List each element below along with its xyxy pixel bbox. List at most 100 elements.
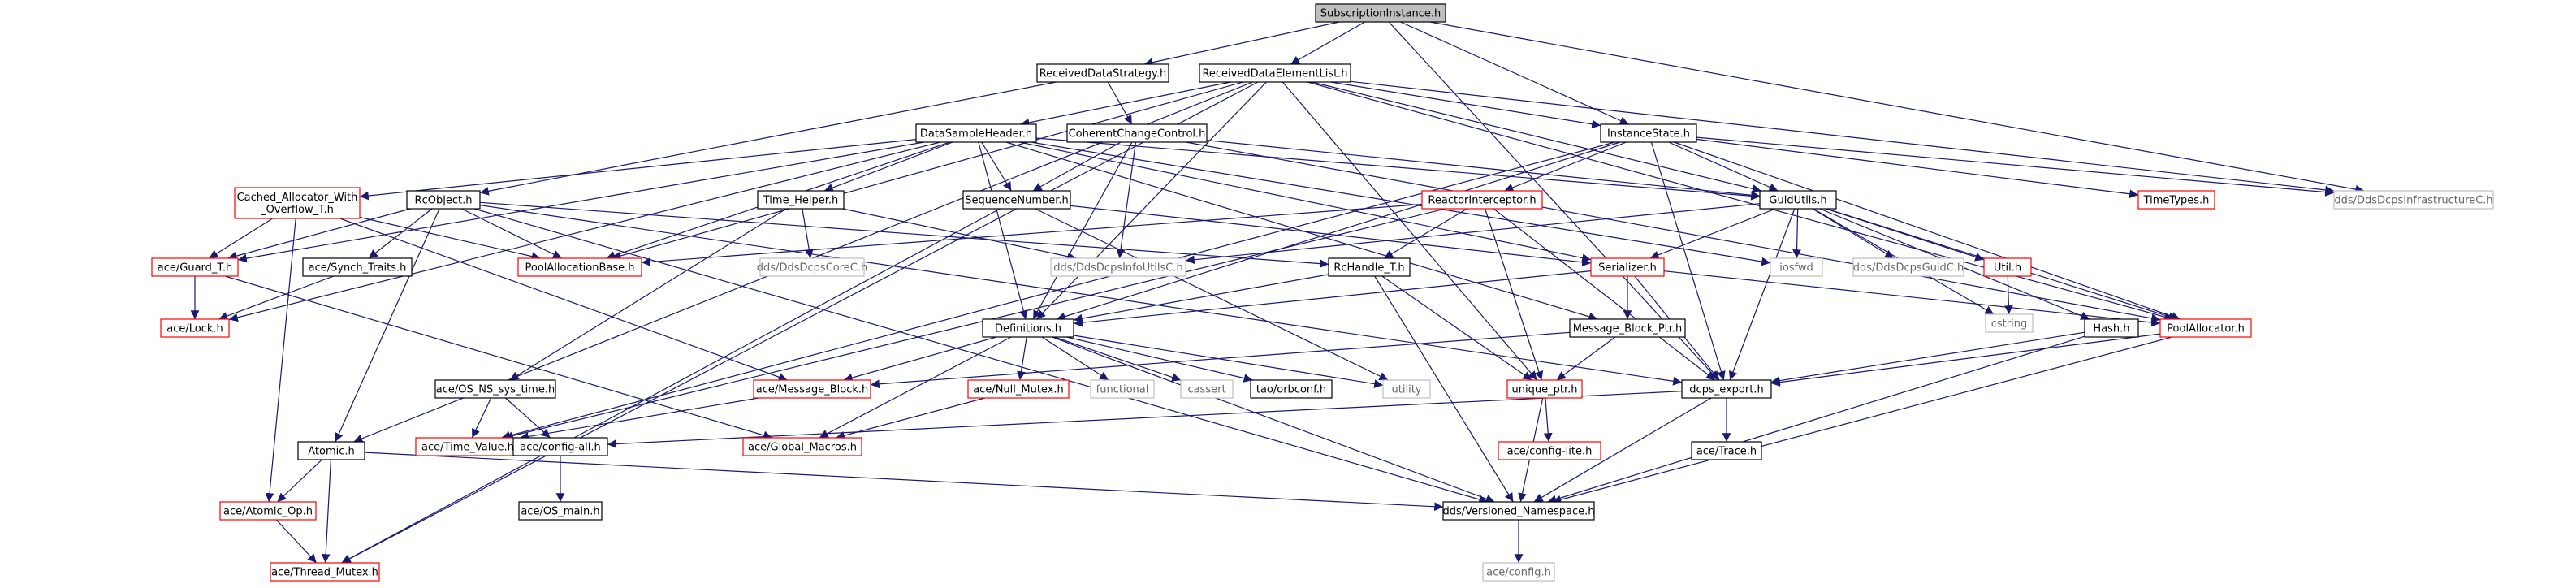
edge-data-sample-header-to-message-block-ptr <box>1005 141 1598 322</box>
node-versioned-namespace[interactable]: dds/Versioned_Namespace.h <box>1442 501 1595 521</box>
node-ace-lock[interactable]: ace/Lock.h <box>160 318 230 338</box>
node-dds-dcps-guid-c[interactable]: dds/DdsDcpsGuidC.h <box>1852 257 1964 277</box>
node-ace-thread-mutex[interactable]: ace/Thread_Mutex.h <box>270 562 380 582</box>
edge-time-helper-to-dds-dcps-core-c <box>802 208 814 259</box>
node-ace-time-value[interactable]: ace/Time_Value.h <box>415 437 521 456</box>
edge-sequence-number-to-serializer <box>1070 205 1592 267</box>
node-rc-handle-t[interactable]: RcHandle_T.h <box>1328 257 1411 277</box>
edge-cached-allocator-to-ace-atomic-op <box>265 218 296 503</box>
node-label: SubscriptionInstance.h <box>1320 8 1441 20</box>
edge-received-data-element-list-to-instance-state <box>1330 81 1601 129</box>
edge-instance-state-to-guid-utils <box>1668 141 1779 192</box>
node-subscription-instance[interactable]: SubscriptionInstance.h <box>1315 3 1446 23</box>
edge-rc-object-to-pool-allocation-base <box>461 208 562 259</box>
nodes-layer: SubscriptionInstance.hReceivedDataStrate… <box>151 3 2494 582</box>
node-label: ReceivedDataElementList.h <box>1202 68 1347 80</box>
node-cassert[interactable]: cassert <box>1180 379 1234 399</box>
node-label: _Overflow_T.h <box>260 204 334 216</box>
edge-reactor-interceptor-to-pool-allocation-base <box>641 203 1423 266</box>
node-ace-config-h[interactable]: ace/config.h <box>1482 562 1555 582</box>
node-box <box>151 257 239 277</box>
node-label: ace/Message_Block.h <box>756 384 869 396</box>
node-pool-allocator[interactable]: PoolAllocator.h <box>2159 318 2252 338</box>
node-atomic-h[interactable]: Atomic.h <box>297 441 365 460</box>
node-received-data-element-list[interactable]: ReceivedDataElementList.h <box>1199 63 1351 83</box>
node-box <box>962 190 1071 210</box>
node-ace-osmain[interactable]: ace/OS_main.h <box>518 501 603 521</box>
node-reactor-interceptor[interactable]: ReactorInterceptor.h <box>1421 190 1543 210</box>
node-label: ace/OS_main.h <box>521 506 599 518</box>
edge-coherent-change-control-to-pool-allocator <box>1186 141 2161 323</box>
edge-definitions-to-utility <box>1073 335 1384 388</box>
node-ace-null-mutex[interactable]: ace/Null_Mutex.h <box>967 379 1070 399</box>
edge-data-sample-header-to-cached-allocator <box>359 139 917 201</box>
node-label: dds/DdsDcpsCoreC.h <box>757 262 867 275</box>
node-utility[interactable]: utility <box>1382 379 1431 399</box>
node-box <box>2333 190 2494 210</box>
node-rc-object[interactable]: RcObject.h <box>406 190 481 210</box>
edge-data-sample-header-to-definitions <box>978 141 1028 320</box>
node-box <box>512 437 608 456</box>
node-label: Util.h <box>1994 262 2021 275</box>
node-osnssystime[interactable]: ace/OS_NS_sys_time.h <box>434 379 556 399</box>
node-label: PoolAllocationBase.h <box>525 262 634 275</box>
node-box <box>1983 257 2032 277</box>
node-ace-config-lite[interactable]: ace/config-lite.h <box>1498 441 1601 460</box>
node-dds-dcps-info-utils-c[interactable]: dds/DdsDcpsInfoUtilsC.h <box>1050 257 1186 277</box>
node-hash-h[interactable]: Hash.h <box>2084 318 2139 338</box>
node-box <box>160 318 230 338</box>
node-functional[interactable]: functional <box>1090 379 1155 399</box>
node-cstring[interactable]: cstring <box>1985 313 2034 333</box>
node-sequence-number[interactable]: SequenceNumber.h <box>962 190 1071 210</box>
edge-coherent-change-control-to-sequence-number <box>1032 141 1122 192</box>
node-box <box>1066 123 1208 143</box>
node-guid-utils[interactable]: GuidUtils.h <box>1759 190 1837 210</box>
edge-dcps-export-to-ace-config-all <box>607 391 1683 448</box>
node-cached-allocator[interactable]: Cached_Allocator_With_Overflow_T.h <box>234 187 361 219</box>
node-synch-traits[interactable]: ace/Synch_Traits.h <box>302 257 413 277</box>
node-iosfwd[interactable]: iosfwd <box>1770 257 1823 277</box>
node-coherent-change-control[interactable]: CoherentChangeControl.h <box>1066 123 1208 143</box>
node-definitions[interactable]: Definitions.h <box>982 318 1074 338</box>
node-dcps-export[interactable]: dcps_export.h <box>1681 379 1772 399</box>
node-label: ace/config-lite.h <box>1507 446 1593 458</box>
node-box <box>1328 257 1411 277</box>
node-label: ace/Trace.h <box>1696 446 1757 458</box>
node-label: SequenceNumber.h <box>965 195 1069 207</box>
node-box <box>2084 318 2139 338</box>
edge-instance-state-to-dds-dcps-infrastructure-c <box>1696 136 2335 197</box>
node-tao-orbconf[interactable]: tao/orbconf.h <box>1250 379 1333 399</box>
node-label: DataSampleHeader.h <box>920 128 1032 141</box>
node-ace-config-all[interactable]: ace/config-all.h <box>512 437 608 456</box>
node-ace-message-block[interactable]: ace/Message_Block.h <box>753 379 871 399</box>
node-received-data-strategy[interactable]: ReceivedDataStrategy.h <box>1036 63 1169 83</box>
edge-guid-utils-to-dds-dcps-info-utils-c <box>1185 203 1761 265</box>
node-unique-ptr[interactable]: unique_ptr.h <box>1506 379 1583 399</box>
node-ace-guard-t[interactable]: ace/Guard_T.h <box>151 257 239 277</box>
node-time-types[interactable]: TimeTypes.h <box>2137 190 2215 210</box>
node-instance-state[interactable]: InstanceState.h <box>1600 123 1697 143</box>
node-pool-allocation-base[interactable]: PoolAllocationBase.h <box>517 257 642 277</box>
node-box <box>219 501 317 521</box>
node-time-helper[interactable]: Time_Helper.h <box>757 190 845 210</box>
node-ace-trace[interactable]: ace/Trace.h <box>1691 441 1762 460</box>
node-label: Atomic.h <box>308 446 355 458</box>
edge-rc-object-to-versioned-namespace <box>473 208 1489 504</box>
node-label: utility <box>1392 384 1422 396</box>
node-util-h[interactable]: Util.h <box>1983 257 2032 277</box>
node-ace-atomic-op[interactable]: ace/Atomic_Op.h <box>219 501 317 521</box>
node-message-block-ptr[interactable]: Message_Block_Ptr.h <box>1569 318 1686 338</box>
edge-atomic-h-to-ace-thread-mutex <box>321 459 331 564</box>
node-ace-global-macros[interactable]: ace/Global_Macros.h <box>742 437 862 456</box>
edge-serializer-to-pool-allocator <box>1663 270 2161 327</box>
node-box <box>517 257 642 277</box>
node-serializer[interactable]: Serializer.h <box>1590 257 1665 277</box>
node-data-sample-header[interactable]: DataSampleHeader.h <box>915 123 1037 143</box>
node-dds-dcps-infrastructure-c[interactable]: dds/DdsDcpsInfrastructureC.h <box>2333 190 2494 210</box>
node-dds-dcps-core-c[interactable]: dds/DdsDcpsCoreC.h <box>757 257 867 277</box>
edge-osnssystime-to-ace-time-value <box>471 397 492 439</box>
edge-subscription-instance-to-received-data-element-list <box>1290 21 1365 65</box>
node-box <box>2159 318 2252 338</box>
node-label: dds/Versioned_Namespace.h <box>1442 506 1594 518</box>
node-label: cassert <box>1187 384 1225 396</box>
